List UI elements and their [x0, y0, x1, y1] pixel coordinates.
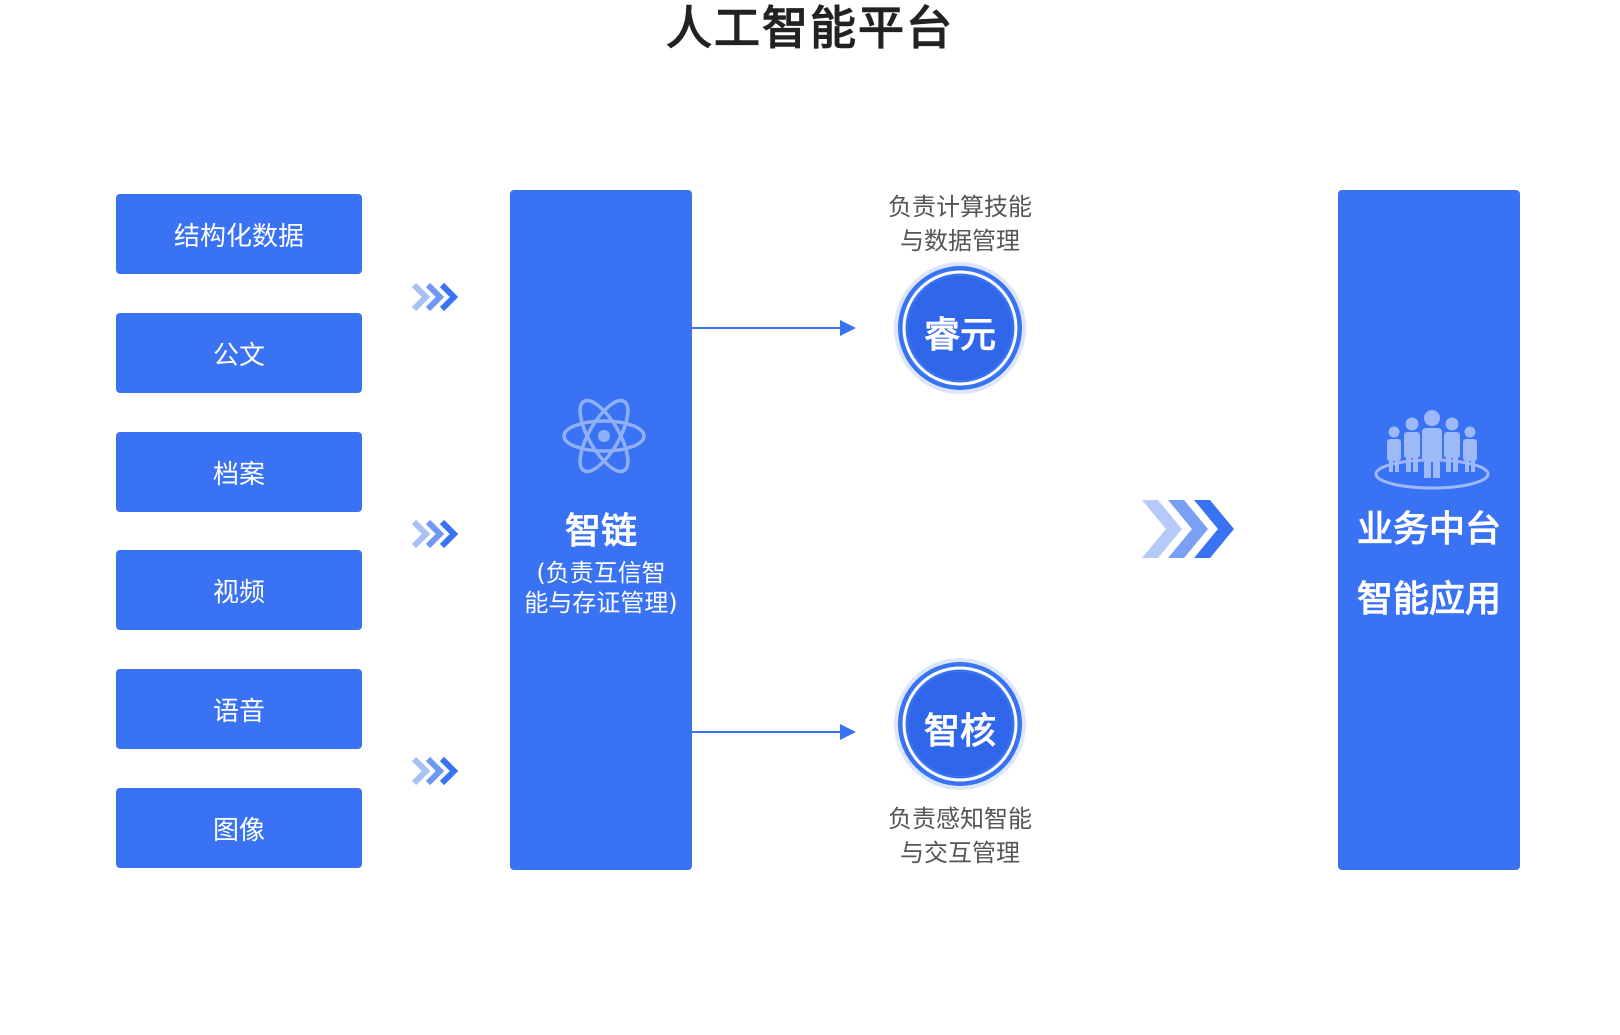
ruiyuan-caption-line: 与数据管理 — [900, 227, 1020, 255]
triple-chevron-icon — [411, 519, 459, 549]
page-title: 人工智能平台 — [666, 1, 954, 55]
people-group-icon — [1374, 410, 1490, 490]
ruiyuan-circle-graphic — [894, 262, 1026, 394]
arrow-to-zhihe — [692, 724, 856, 740]
ruiyuan-node: 睿元 — [892, 260, 1028, 396]
triple-chevron-icon — [411, 756, 459, 786]
zhihe-caption-line: 负责感知智能 — [888, 805, 1032, 833]
source-voice: 语音 — [116, 669, 362, 749]
chain-panel: 智链 (负责互信智 能与存证管理) — [510, 190, 692, 870]
source-structured-data: 结构化数据 — [116, 194, 362, 274]
business-panel: 业务中台 智能应用 — [1338, 190, 1520, 870]
zhihe-caption-line: 与交互管理 — [900, 839, 1020, 867]
large-triple-chevron-icon — [1142, 500, 1234, 558]
source-image: 图像 — [116, 788, 362, 868]
source-archives: 档案 — [116, 432, 362, 512]
chain-description-line: (负责互信智 — [536, 559, 666, 587]
chain-title: 智链 — [564, 511, 637, 552]
zhihe-caption: 负责感知智能 与交互管理 — [860, 802, 1060, 870]
ruiyuan-caption-line: 负责计算技能 — [888, 193, 1032, 221]
chain-description: (负责互信智 能与存证管理) — [510, 558, 692, 618]
zhihe-node: 智核 — [892, 656, 1028, 792]
chain-description-line: 能与存证管理) — [524, 589, 678, 617]
ruiyuan-caption: 负责计算技能 与数据管理 — [860, 190, 1060, 258]
atom-icon — [562, 398, 646, 474]
source-documents: 公文 — [116, 313, 362, 393]
zhihe-label: 智核 — [923, 711, 996, 752]
triple-chevron-icon — [411, 282, 459, 312]
ruiyuan-label: 睿元 — [923, 315, 996, 356]
business-line-1: 业务中台 — [1356, 509, 1501, 550]
business-line-2: 智能应用 — [1356, 579, 1501, 620]
source-video: 视频 — [116, 550, 362, 630]
zhihe-circle-graphic — [894, 658, 1026, 790]
arrow-to-ruiyuan — [692, 320, 856, 336]
